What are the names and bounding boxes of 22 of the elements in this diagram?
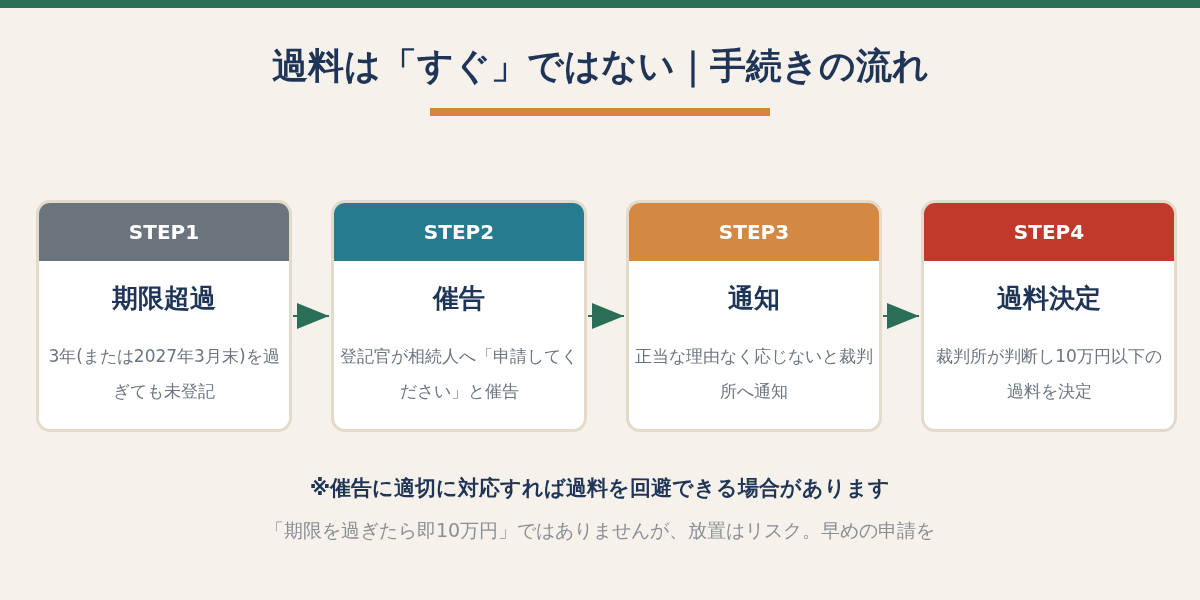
step-card [626,200,882,432]
step-header: STEP4 [924,203,1174,261]
title: 過料は「すぐ」ではない｜手続きの流れ [270,44,930,90]
step-heading: 過料決定 [996,282,1102,315]
sub-note: 「期限を過ぎたら即10万円」ではありませんが、放置はリスク。早めの申請を [263,518,937,543]
step-header: STEP3 [629,203,879,261]
step-header: STEP2 [334,203,584,261]
step-heading: 通知 [727,282,781,315]
step-heading: 期限超過 [111,282,217,315]
step-description: 登記官が相続人へ「申請してください」と催告 [340,345,578,403]
note: ※催告に適切に対応すれば過料を回避できる場合があります [308,475,892,502]
step-card [921,200,1177,432]
step-description: 3年(または2027年3月末)を過ぎても未登記 [47,345,281,403]
step-description: 裁判所が判断し10万円以下の過料を決定 [935,345,1163,403]
step-card [331,200,587,432]
arrow [292,303,330,329]
step-card [36,200,292,432]
step-header: STEP1 [39,203,289,261]
arrow [587,303,625,329]
step-heading: 催告 [431,282,486,315]
arrow [882,303,920,329]
step-description: 正当な理由なく応じないと裁判所へ通知 [635,345,873,403]
